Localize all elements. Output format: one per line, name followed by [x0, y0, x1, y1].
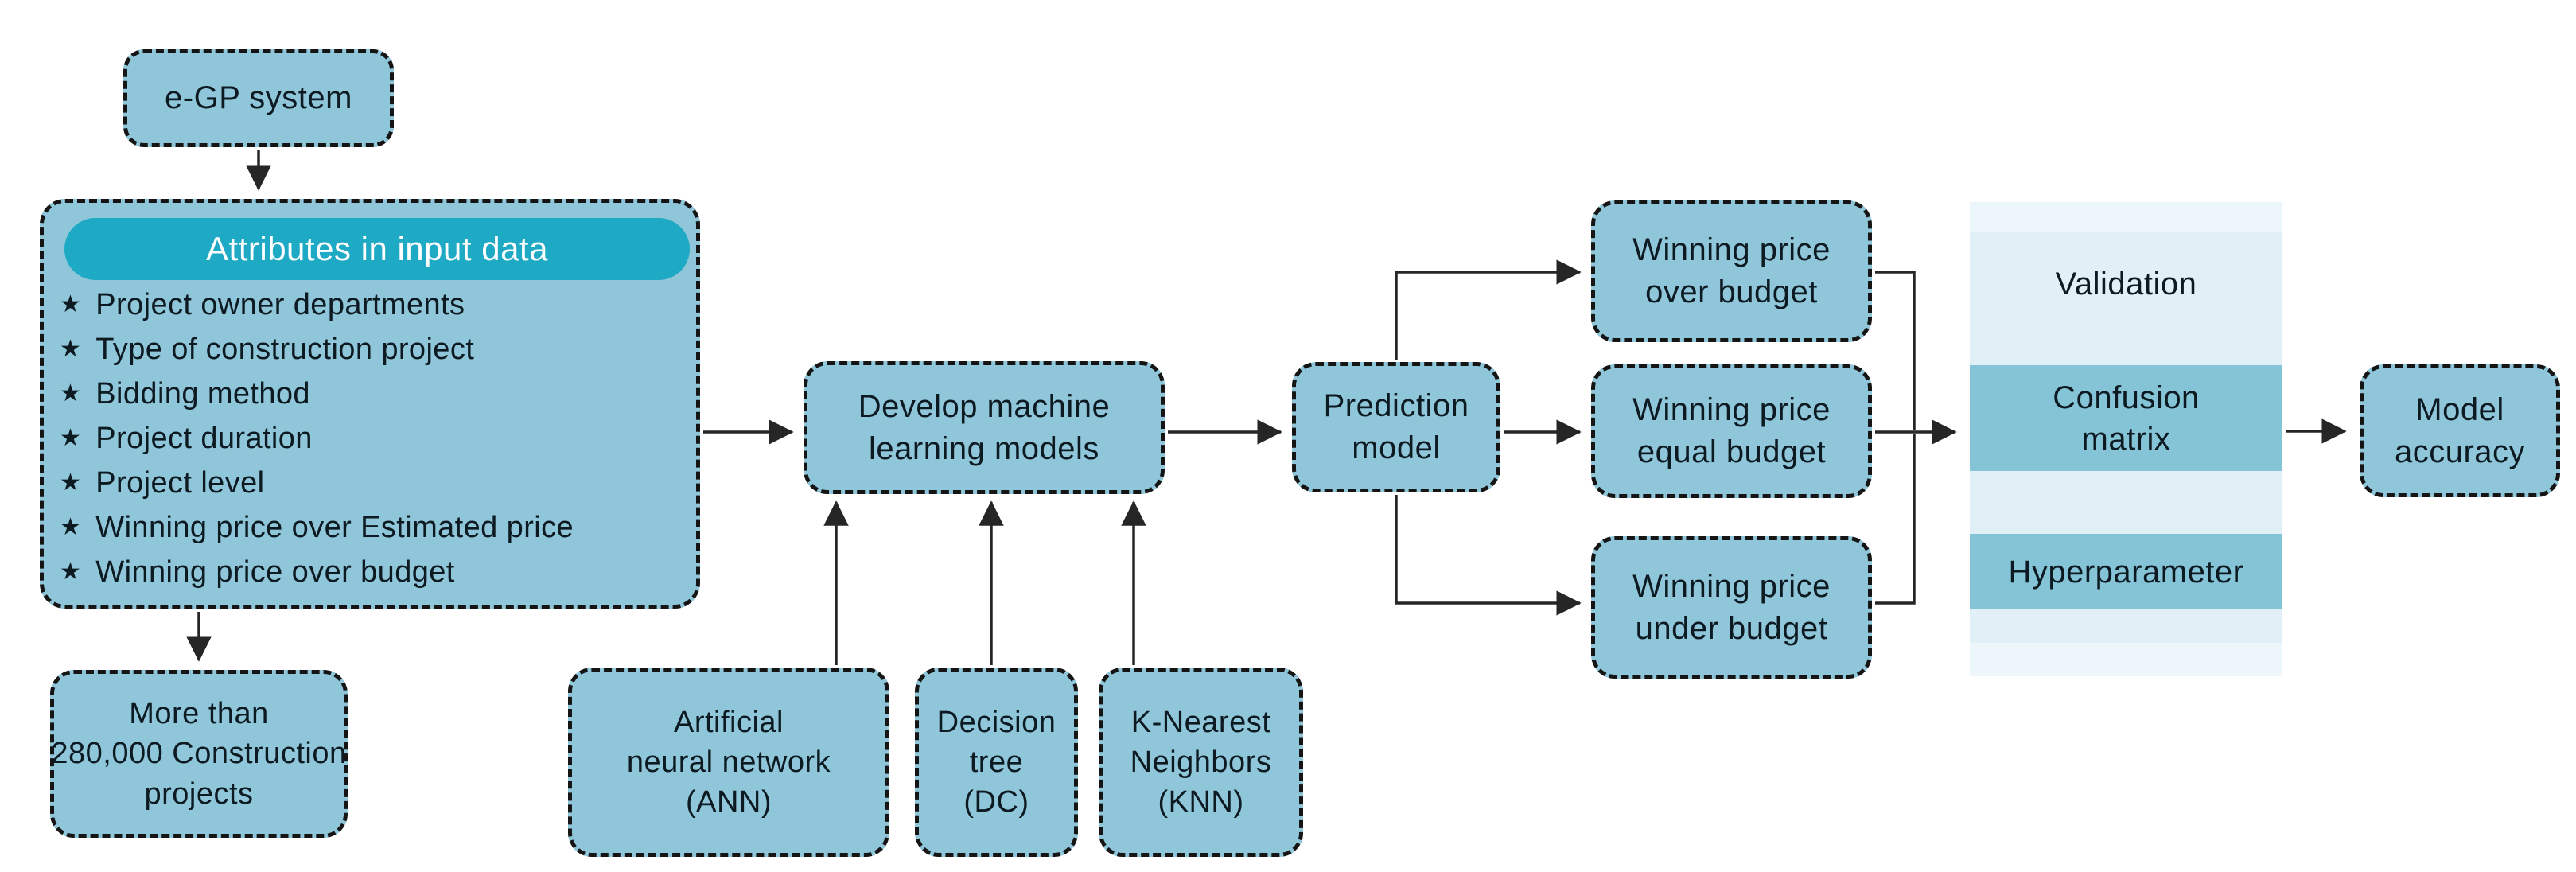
node-label: (ANN)	[685, 785, 772, 819]
attribute-item: ★ Type of construction project	[60, 327, 574, 372]
attribute-item: ★ Project duration	[60, 416, 574, 461]
star-icon: ★	[60, 380, 82, 407]
hyperparameter-label: Hyperparameter	[2008, 554, 2244, 590]
node-winning-equal-budget: Winning price equal budget	[1591, 364, 1872, 498]
attributes-list: ★ Project owner departments ★ Type of co…	[60, 282, 574, 594]
attribute-item: ★ Project level	[60, 461, 574, 505]
star-icon: ★	[60, 559, 82, 585]
node-ann: Artificial neural network (ANN)	[568, 668, 889, 857]
attribute-label: Project duration	[95, 421, 313, 455]
node-label: 280,000 Construction	[51, 737, 347, 771]
node-label: tree	[969, 745, 1024, 779]
confusion-matrix-band	[1970, 365, 2282, 471]
node-prediction-model: Prediction model	[1292, 362, 1500, 492]
star-icon: ★	[60, 469, 82, 496]
star-icon: ★	[60, 425, 82, 451]
attribute-item: ★ Winning price over budget	[60, 550, 574, 594]
node-label: equal budget	[1636, 434, 1827, 469]
node-label: neural network	[626, 745, 831, 779]
attribute-label: Project level	[95, 465, 265, 500]
node-label: learning models	[869, 430, 1099, 466]
node-label: Winning price	[1632, 568, 1831, 604]
validation-label: Validation	[2055, 266, 2197, 302]
node-label: e-GP system	[165, 80, 352, 116]
attribute-item: ★ Bidding method	[60, 372, 574, 416]
node-label: Neighbors	[1130, 745, 1272, 779]
node-label: Prediction	[1323, 388, 1469, 424]
node-decision-tree: Decision tree (DC)	[915, 668, 1078, 857]
node-label: More than	[129, 697, 269, 731]
node-label: Develop machine	[858, 388, 1111, 424]
panel-stripe	[1970, 643, 2282, 676]
node-label: Artificial	[673, 705, 784, 739]
attribute-label: Winning price over Estimated price	[95, 510, 574, 544]
attributes-header-pill: Attributes in input data	[64, 218, 690, 280]
node-label: accuracy	[2394, 434, 2526, 469]
node-winning-over-budget: Winning price over budget	[1591, 200, 1872, 342]
attribute-item: ★ Project owner departments	[60, 282, 574, 327]
node-label: projects	[144, 777, 254, 811]
node-label: Winning price	[1632, 232, 1831, 268]
star-icon: ★	[60, 514, 82, 540]
confusion-matrix-label: Confusion matrix	[2053, 380, 2200, 457]
node-label: under budget	[1635, 610, 1828, 646]
node-winning-under-budget: Winning price under budget	[1591, 536, 1872, 679]
attribute-label: Project owner departments	[95, 287, 465, 321]
node-label: K-Nearest	[1130, 705, 1271, 739]
node-attributes-box: Attributes in input data ★ Project owner…	[40, 199, 700, 609]
node-label: Decision	[936, 705, 1056, 739]
node-egp-system: e-GP system	[123, 49, 394, 147]
hyperparameter-band	[1970, 534, 2282, 609]
node-knn: K-Nearest Neighbors (KNN)	[1099, 668, 1303, 857]
star-icon: ★	[60, 291, 82, 317]
panel-stripe	[1970, 202, 2282, 232]
node-dataset-size: More than 280,000 Construction projects	[50, 670, 348, 838]
node-model-accuracy: Model accuracy	[2360, 364, 2560, 497]
attributes-header-label: Attributes in input data	[206, 230, 548, 267]
node-develop-models: Develop machine learning models	[804, 361, 1165, 494]
node-label: over budget	[1645, 274, 1818, 309]
node-label: model	[1352, 430, 1441, 465]
attribute-label: Winning price over budget	[95, 555, 455, 589]
attribute-label: Type of construction project	[95, 332, 475, 366]
node-label: (KNN)	[1158, 785, 1244, 819]
node-label: Model	[2415, 391, 2504, 427]
attribute-item: ★ Winning price over Estimated price	[60, 505, 574, 550]
node-label: Winning price	[1632, 392, 1831, 428]
attribute-label: Bidding method	[95, 376, 310, 411]
validation-panel: Validation Confusion matrix Hyperparamet…	[1970, 202, 2282, 676]
star-icon: ★	[60, 336, 82, 362]
node-label: (DC)	[963, 785, 1029, 819]
